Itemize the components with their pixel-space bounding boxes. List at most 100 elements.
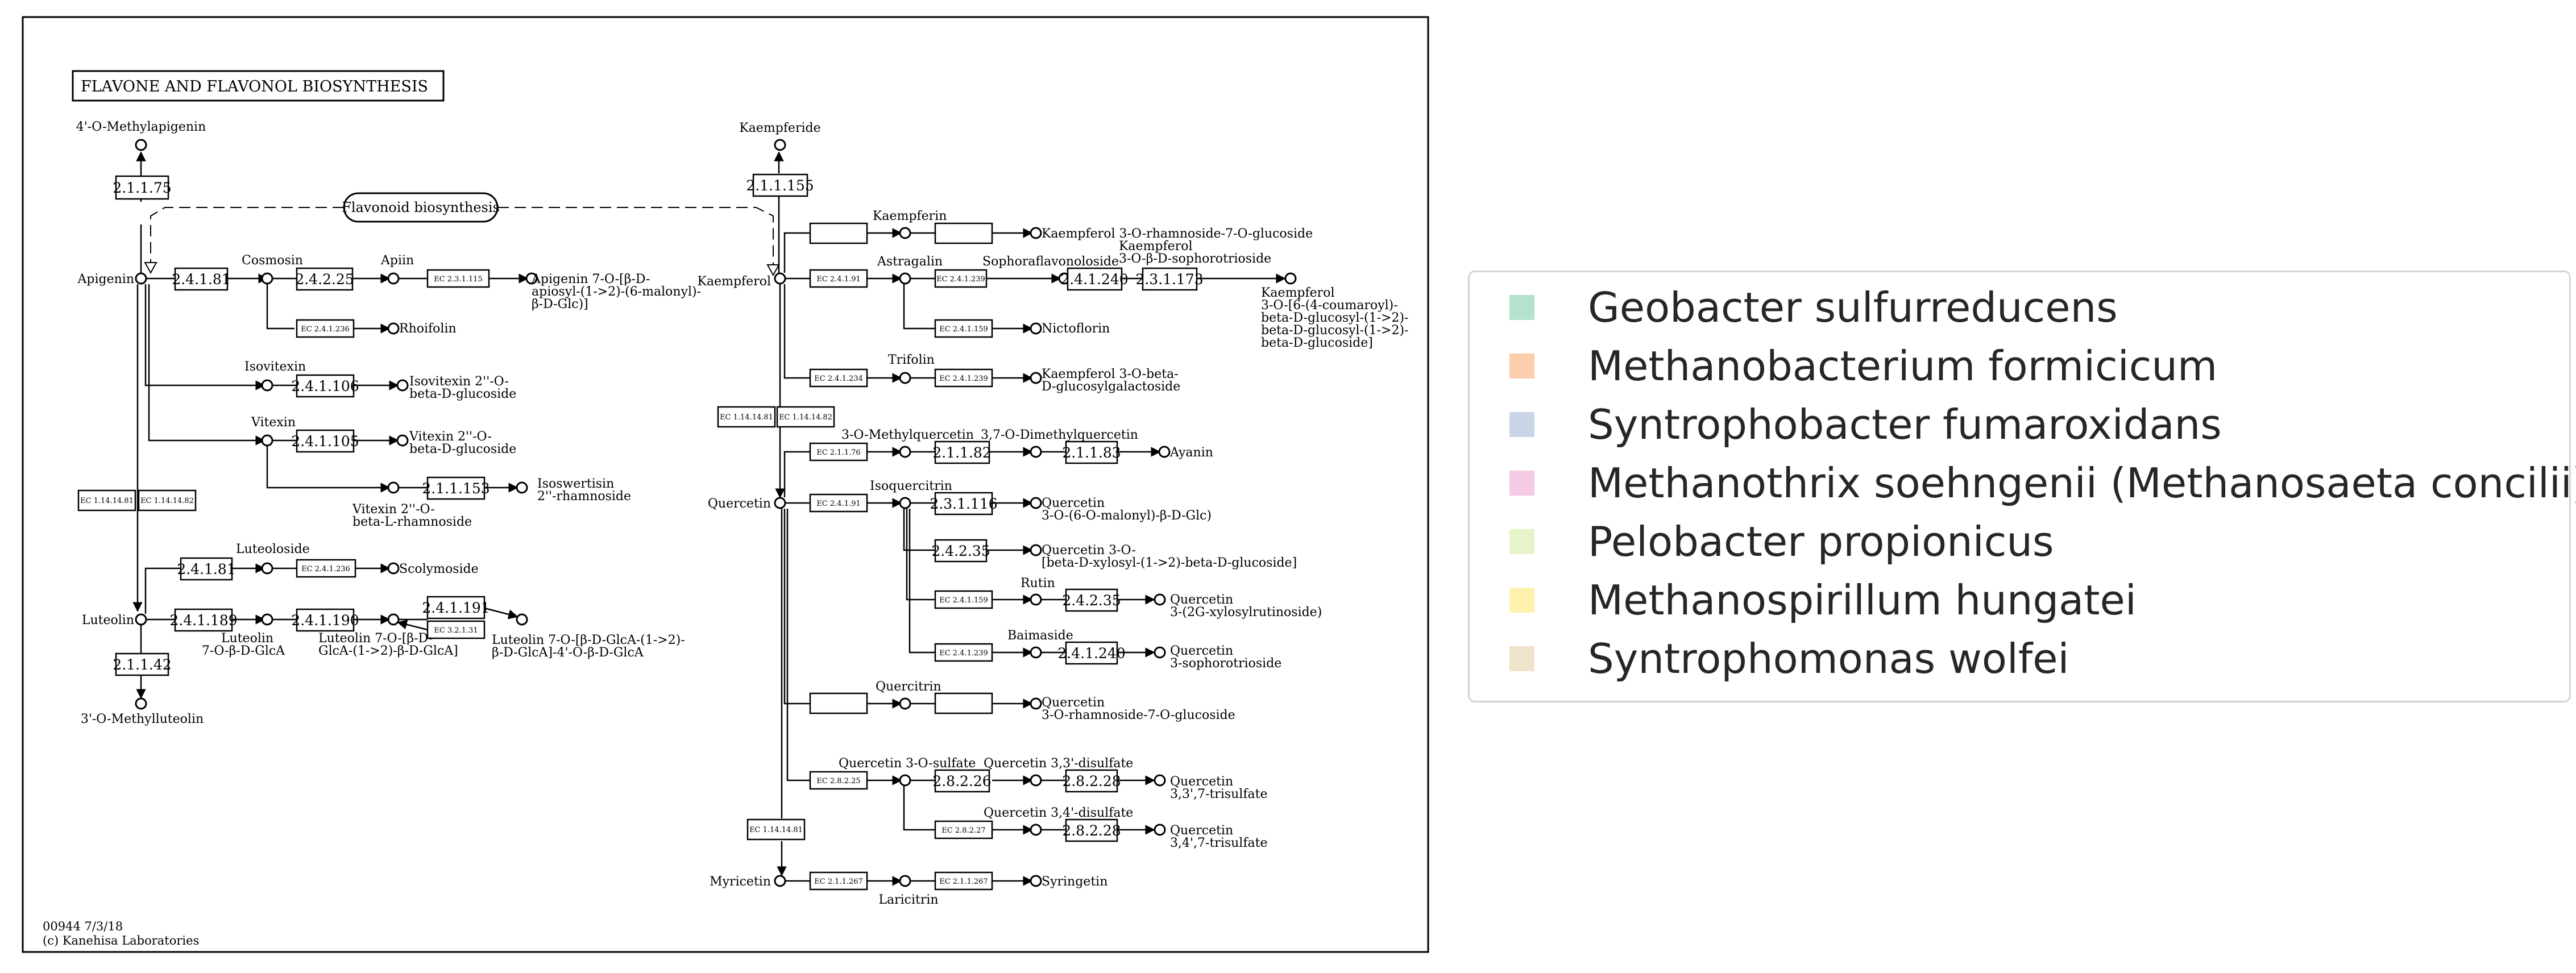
compound-node xyxy=(1030,774,1042,787)
enzyme-box-2.4.1.105[interactable] xyxy=(296,429,355,453)
enzyme-box-2.8.2.26[interactable] xyxy=(934,769,990,793)
map-footer-copyright: (c) Kanehisa Laboratories xyxy=(43,934,199,947)
enzyme-label: 2.4.1.191 xyxy=(422,600,490,616)
enzyme-label: EC 2.4.1.91 xyxy=(816,275,860,284)
enzyme-box-ec-1.14.14.82[interactable] xyxy=(776,406,835,428)
enzyme-box-ec-2.4.1.159[interactable] xyxy=(934,590,993,609)
legend-swatch xyxy=(1509,295,1534,320)
enzyme-box-blank[interactable] xyxy=(809,222,868,244)
enzyme-box-2.8.2.28[interactable] xyxy=(1065,769,1118,793)
enzyme-box-ec-2.4.1.236[interactable] xyxy=(296,319,355,338)
enzyme-box-2.4.1.189[interactable] xyxy=(174,608,233,632)
compound-label: Quercetin 3,4'-disulfate xyxy=(984,806,1133,820)
enzyme-box-ec-1.14.14.81[interactable] xyxy=(717,406,776,428)
enzyme-box-ec-2.1.1.76[interactable] xyxy=(809,442,868,461)
enzyme-box-2.1.1.155[interactable] xyxy=(752,173,808,197)
enzyme-box-2.4.1.191[interactable] xyxy=(426,596,486,619)
enzyme-box-ec-2.4.1.239[interactable] xyxy=(934,368,993,388)
enzyme-box-ec-2.4.1.236[interactable] xyxy=(296,559,356,578)
enzyme-box-ec-1.14.14.81[interactable] xyxy=(746,818,806,841)
enzyme-box-2.4.1.190[interactable] xyxy=(296,608,355,632)
compound-node xyxy=(899,272,911,285)
compound-label: 3-O-β-D-sophorotrioside xyxy=(1119,252,1271,266)
compound-label: [beta-D-xylosyl-(1->2)-beta-D-glucoside] xyxy=(1042,556,1297,570)
map-title-box[interactable] xyxy=(72,70,445,102)
enzyme-box-2.1.1.83[interactable] xyxy=(1065,440,1118,464)
enzyme-label: EC 2.4.1.234 xyxy=(814,375,863,383)
enzyme-box-2.4.1.240[interactable] xyxy=(1065,641,1118,665)
compound-node xyxy=(387,613,400,626)
compound-label: Quercetin xyxy=(708,497,771,511)
compound-node xyxy=(387,322,400,335)
enzyme-box-2.3.1.173[interactable] xyxy=(1142,267,1198,291)
legend-label: Methanobacterium formicicum xyxy=(1588,342,2218,390)
compound-label: Kaempferol xyxy=(698,275,771,289)
enzyme-box-ec-2.4.1.234[interactable] xyxy=(809,368,868,388)
enzyme-box-2.1.1.82[interactable] xyxy=(934,440,990,464)
enzyme-box-2.1.1.75[interactable] xyxy=(115,175,169,200)
enzyme-box-ec-2.8.2.25[interactable] xyxy=(809,771,868,790)
enzyme-box-ec-2.1.1.267[interactable] xyxy=(934,871,993,891)
compound-node xyxy=(1154,824,1166,836)
enzyme-box-ec-1.14.14.82[interactable] xyxy=(138,489,197,512)
enzyme-box-2.4.1.81[interactable] xyxy=(174,267,229,291)
enzyme-label: 2.4.1.190 xyxy=(291,612,359,629)
compound-node xyxy=(1030,824,1042,836)
enzyme-box-2.4.1.240[interactable] xyxy=(1067,267,1123,291)
compound-node xyxy=(525,272,538,285)
enzyme-box-2.4.2.25[interactable] xyxy=(296,267,354,291)
enzyme-box-2.4.1.106[interactable] xyxy=(296,374,355,398)
legend-swatch xyxy=(1509,588,1534,613)
enzyme-box-ec-2.1.1.267[interactable] xyxy=(809,871,868,891)
enzyme-label: 2.8.2.28 xyxy=(1062,822,1121,839)
enzyme-box-2.3.1.116[interactable] xyxy=(934,492,993,515)
enzyme-box-ec-2.3.1.115[interactable] xyxy=(426,269,490,288)
enzyme-label: 2.4.1.189 xyxy=(169,612,237,629)
compound-node xyxy=(774,497,786,509)
compound-label: Isovitexin 2''-O- xyxy=(409,375,509,389)
enzyme-box-2.8.2.28[interactable] xyxy=(1065,818,1118,842)
enzyme-label: EC 1.14.14.82 xyxy=(140,497,194,505)
compound-label: Quercetin xyxy=(1170,775,1233,789)
enzyme-label: 2.1.1.153 xyxy=(422,480,490,497)
map-footer-id: 00944 7/3/18 xyxy=(43,920,123,933)
enzyme-box-ec-1.14.14.81[interactable] xyxy=(77,489,136,512)
compound-node xyxy=(1030,544,1042,556)
compound-node xyxy=(135,697,147,710)
enzyme-box-blank[interactable] xyxy=(934,692,993,714)
compound-label: beta-D-glucoside] xyxy=(1261,336,1373,350)
compound-label: Quercitrin xyxy=(876,680,941,694)
compound-label: Vitexin 2''-O- xyxy=(352,502,435,517)
compound-node xyxy=(1030,697,1042,710)
enzyme-box-ec-2.4.1.239[interactable] xyxy=(934,269,988,288)
compound-label: Isoquercitrin xyxy=(870,479,952,493)
enzyme-box-ec-2.8.2.27[interactable] xyxy=(934,820,993,839)
enzyme-label: 2.4.1.81 xyxy=(177,561,235,577)
compound-node xyxy=(1154,593,1166,606)
enzyme-box-ec-2.4.1.91[interactable] xyxy=(809,493,868,513)
enzyme-label: EC 2.1.1.267 xyxy=(939,878,988,886)
enzyme-box-2.4.1.81[interactable] xyxy=(180,557,233,581)
enzyme-box-ec-3.2.1.31[interactable] xyxy=(426,620,486,639)
enzyme-box-ec-2.4.1.239[interactable] xyxy=(934,643,993,662)
enzyme-box-ec-2.4.1.91[interactable] xyxy=(809,269,868,288)
enzyme-box-blank[interactable] xyxy=(809,692,868,714)
compound-label: 3-sophorotrioside xyxy=(1170,656,1281,671)
enzyme-label: 2.1.1.155 xyxy=(746,177,814,194)
enzyme-box-ec-2.4.1.159[interactable] xyxy=(934,319,993,338)
compound-label: Luteolin xyxy=(221,631,273,646)
compound-label: 3-(2G-xylosylrutinoside) xyxy=(1170,605,1322,619)
enzyme-box-2.4.2.35[interactable] xyxy=(934,539,988,563)
enzyme-label: 2.1.1.75 xyxy=(113,180,171,196)
enzyme-box-2.1.1.153[interactable] xyxy=(426,476,486,500)
legend-label: Syntrophomonas wolfei xyxy=(1588,635,2069,683)
compound-node xyxy=(135,139,147,151)
compound-label: Kaempferin xyxy=(873,209,947,223)
compound-label: Quercetin xyxy=(1170,644,1233,658)
enzyme-box-2.4.2.35[interactable] xyxy=(1065,588,1118,612)
compound-label: Ayanin xyxy=(1169,446,1213,460)
enzyme-box-blank[interactable] xyxy=(934,222,993,244)
compound-label: Kaempferol xyxy=(1261,286,1334,300)
enzyme-label: EC 2.4.1.239 xyxy=(939,649,988,658)
enzyme-box-2.1.1.42[interactable] xyxy=(115,652,169,676)
